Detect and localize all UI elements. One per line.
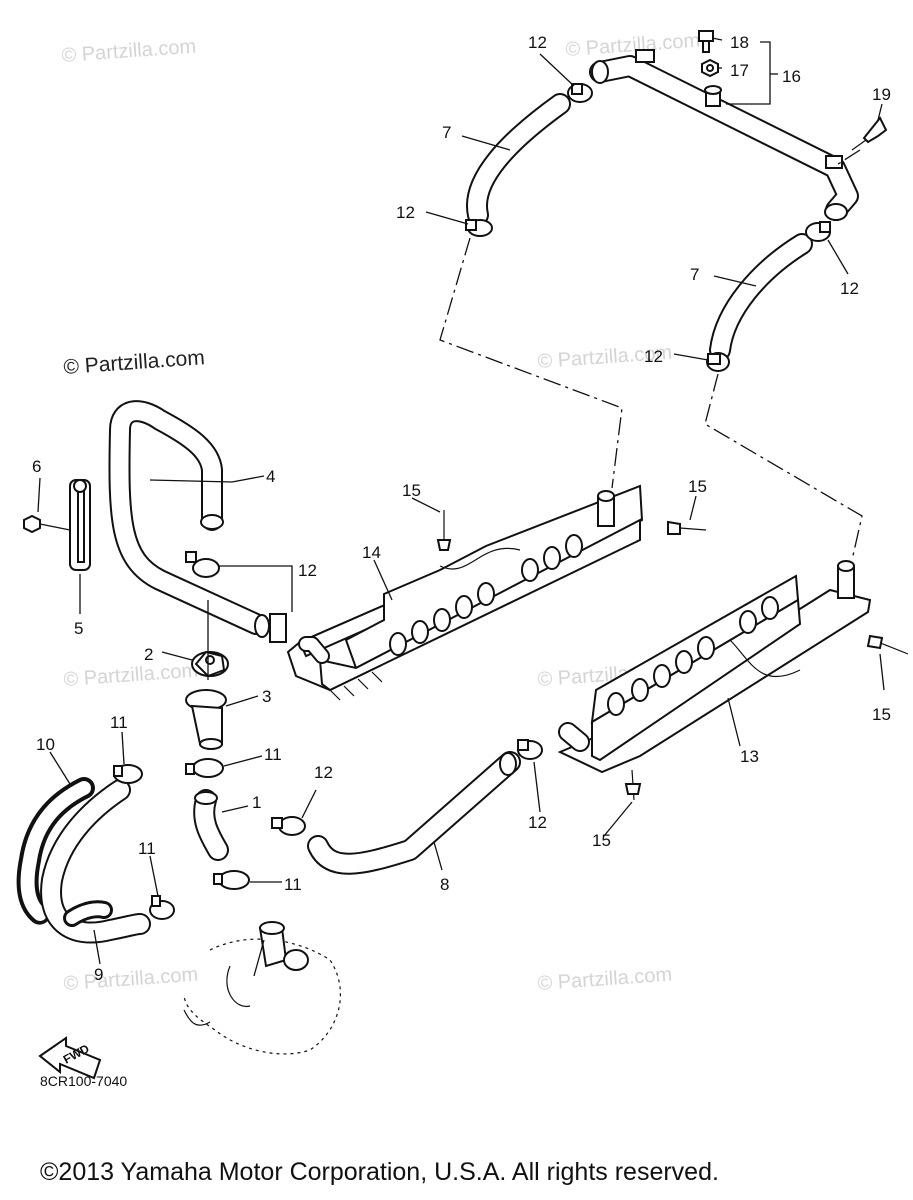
callout-10: 10 [36,735,55,754]
watermark-main: © Partzilla.com [63,346,206,379]
callout-18: 18 [730,33,749,52]
routing-line [834,149,861,167]
callout-8: 8 [440,875,449,894]
callout-12: 12 [840,279,859,298]
callout-11: 11 [138,839,156,858]
clamp-12 [271,816,306,836]
clamp-12 [185,551,220,578]
diagram-code: 8CR100-7040 [40,1073,128,1089]
clamp-12 [706,352,730,372]
clamp-11 [113,764,143,784]
callout-15: 15 [402,481,421,500]
nut-17 [701,58,719,78]
watermark: © Partzilla.com [61,36,197,67]
hose-7-right [709,233,813,361]
callout-4: 4 [266,467,275,486]
watermark: © Partzilla.com [63,964,199,995]
clamp-12 [805,221,831,242]
callout-12: 12 [528,813,547,832]
hose-1 [193,789,229,861]
bolt-15 [866,634,909,655]
engine-outline [183,921,341,1055]
callout-11: 11 [110,713,128,732]
bolt-18 [698,30,714,53]
hose-10 [16,777,95,925]
cap-2 [191,650,229,678]
callout-7: 7 [690,265,699,284]
callout-11: 11 [264,745,282,764]
callout-5: 5 [74,619,83,638]
bolt-6 [23,514,71,534]
callout-13: 13 [740,747,759,766]
callout-17: 17 [730,61,749,80]
callout-12: 12 [644,347,663,366]
fwd-arrow: FWD [38,1036,102,1080]
screw-19 [851,116,888,151]
callout-15: 15 [688,477,707,496]
pipe-16 [589,49,859,221]
heat-exchanger-13 [557,560,872,774]
clamp-11 [149,895,175,920]
callout-14: 14 [362,543,381,562]
callout-9: 9 [94,965,103,984]
callout-12: 12 [528,33,547,52]
callout-16: 16 [782,67,801,86]
bracket-5 [69,479,91,571]
clamp-11 [213,870,250,890]
callout-11: 11 [284,875,302,894]
copyright-notice: ©2013 Yamaha Motor Corporation, U.S.A. A… [40,1158,719,1186]
filler-neck-3 [185,689,227,750]
callout-15: 15 [592,831,611,850]
hose-4 [108,400,270,638]
callout-12: 12 [396,203,415,222]
clamp-12 [465,219,493,237]
heat-exchanger-14 [286,484,644,701]
bolt-15 [624,769,642,801]
callout-15: 15 [872,705,891,724]
callout-19: 19 [872,85,891,104]
watermark: © Partzilla.com [63,660,199,691]
callout-2: 2 [144,645,153,664]
bolt-15 [436,510,452,551]
hose-7-left [466,93,571,226]
clamp-11 [185,758,224,778]
callout-12: 12 [298,561,317,580]
callout-3: 3 [262,687,271,706]
hose-9 [40,779,151,944]
callout-1: 1 [252,793,261,812]
routing-line [439,237,623,489]
callout-12: 12 [314,763,333,782]
hose-8 [307,751,521,875]
clamp-12 [567,83,593,103]
routing-line [704,373,863,561]
bolt-15 [667,520,707,535]
callout-7: 7 [442,123,451,142]
clamp-12 [517,739,543,760]
watermark: © Partzilla.com [537,964,673,995]
callout-6: 6 [32,457,41,476]
leader-lines [37,37,885,977]
clamp-12 [269,613,287,643]
